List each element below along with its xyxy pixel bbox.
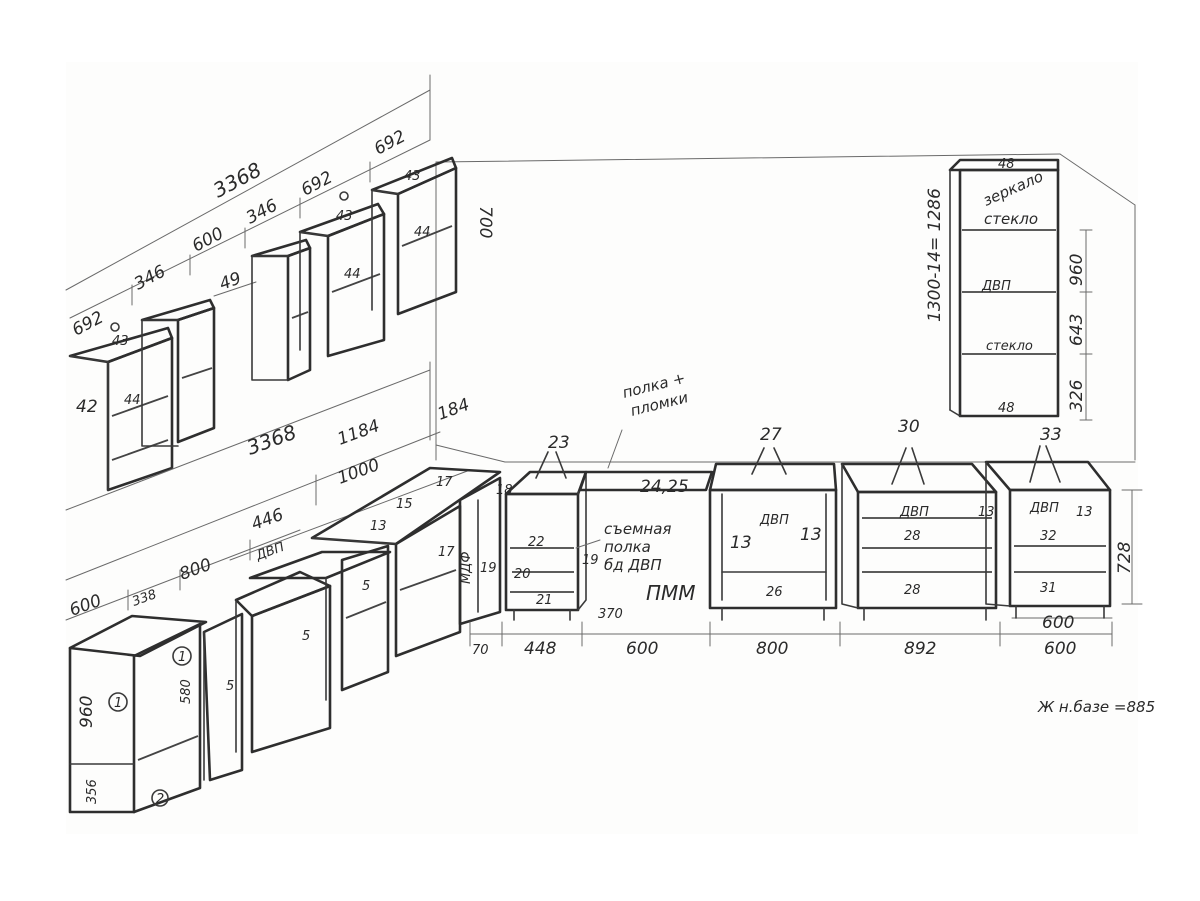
upper-shelf-44a: 44: [124, 393, 141, 408]
corner-h-960: 960: [77, 696, 97, 728]
upper-side-42: 42: [76, 397, 98, 417]
corner-tag-2: 2: [156, 792, 164, 807]
corner-h-356: 356: [85, 779, 100, 804]
right-height-728: 728: [1115, 541, 1135, 574]
lower-side-13: 13: [370, 519, 387, 534]
upper-cabinet-2: [140, 298, 216, 447]
lower-corner-cabinet: 1 1 2 960 580 356: [68, 614, 208, 814]
cabinet-23-s20: 20: [514, 567, 531, 582]
note-removable-3: бд ДВП: [604, 556, 662, 574]
upper-cabinet-5: 43 44 700: [370, 156, 495, 316]
note-removable-2: полка: [604, 538, 651, 556]
tall-top: 48: [998, 157, 1015, 172]
corner-h-580: 580: [179, 679, 194, 704]
tall-note-glass-1: стекло: [984, 210, 1038, 228]
note-removable-1: съемная: [604, 520, 671, 538]
cabinet-33-tag: 33: [1040, 425, 1062, 445]
cabinet-23-s21: 21: [536, 593, 553, 608]
upper-top-depth-3: 43: [404, 169, 421, 184]
tall-h-643: 643: [1067, 314, 1087, 346]
upper-shelf-44b: 44: [344, 267, 361, 282]
lower-door-17: 17: [438, 545, 455, 560]
upper-top-depth-1: 43: [112, 334, 129, 349]
right-dim-600a: 600: [626, 639, 658, 659]
upper-cabinet-3: [250, 238, 312, 382]
upper-cabinet-4: 43 44: [298, 191, 386, 358]
corner-tag-1b: 1: [178, 650, 186, 665]
corner-tag-1a: 1: [114, 696, 122, 711]
right-dim-600c: 600: [1042, 613, 1074, 633]
sink-gap-top: 24,25: [640, 477, 689, 497]
cabinet-27-side-r: 13: [800, 525, 822, 545]
lower-cabinet-2: 5: [202, 612, 244, 782]
cabinet-33-side: 13: [1076, 505, 1093, 520]
lower-end-panel: МДФ 19 18: [458, 476, 513, 626]
lower-mdf-label: МДФ: [459, 551, 474, 584]
cabinet-27-back: ДВП: [759, 513, 789, 528]
right-dim-600b: 600: [1044, 639, 1076, 659]
cabinet-23-edge-19: 19: [582, 553, 599, 568]
cabinet-27-bottom: 26: [766, 585, 783, 600]
cabinet-33-back: ДВП: [1029, 501, 1059, 516]
cabinet-30-shelf: 28: [904, 529, 921, 544]
sink-gap: 24,25 ПММ: [578, 429, 714, 605]
lower-cabinet-5: 15 17 17: [310, 466, 502, 658]
cabinet-27-side-l: 13: [730, 533, 752, 553]
cabinet-27-tag: 27: [760, 425, 782, 445]
cabinet-30-tag: 30: [898, 417, 920, 437]
lower-panel-5c: 5: [362, 579, 370, 594]
tall-h-960: 960: [1067, 254, 1087, 286]
right-dim-448: 448: [524, 639, 557, 659]
right-dim-70: 70: [472, 643, 489, 658]
cabinet-23-tag: 23: [548, 433, 570, 453]
cabinet-27: 27 ДВП 13 13 26: [708, 425, 838, 621]
right-dim-892: 892: [904, 639, 936, 659]
cabinet-23-s22: 22: [528, 535, 545, 550]
lower-cabinet-4: 5 13: [248, 519, 392, 701]
upper-cabinet-1: 43 42 44: [68, 322, 174, 492]
cabinet-23: 23 22 20 21 19 370: [504, 433, 623, 622]
lower-panel-5b: 5: [302, 629, 310, 644]
right-dim-800: 800: [756, 639, 788, 659]
cabinet-33-shelf: 32: [1040, 529, 1057, 544]
lower-side-15: 15: [396, 497, 413, 512]
tall-note-glass-2: стекло: [986, 339, 1033, 354]
lower-cabinet-3: 5: [234, 570, 332, 754]
tall-note-dvp: ДВП: [981, 279, 1011, 294]
cabinet-30-bottom: 28: [904, 583, 921, 598]
cabinet-23-depth: 370: [598, 607, 623, 622]
tall-bottom: 48: [998, 401, 1015, 416]
lower-panel-5a: 5: [226, 679, 234, 694]
upper-shelf-44c: 44: [414, 225, 431, 240]
base-height-note: Ж н.базе =885: [1037, 698, 1155, 716]
tall-height-note: 1300-14= 1286: [925, 188, 945, 322]
upper-height-dim: 700: [475, 206, 495, 238]
cabinet-33-bottom: 31: [1040, 581, 1057, 596]
tall-h-326: 326: [1067, 379, 1087, 412]
right-run-dimensions: 70 448 600 800 892 600 600 728: [469, 489, 1143, 659]
lower-top-17: 17: [436, 475, 453, 490]
cabinet-33: 33 ДВП 13 32 31: [984, 425, 1112, 619]
lower-upright-19: 19: [480, 561, 497, 576]
cabinet-30-back: ДВП: [899, 505, 929, 520]
dishwasher-label: ПММ: [646, 581, 696, 605]
upper-top-depth-2: 43: [336, 209, 353, 224]
